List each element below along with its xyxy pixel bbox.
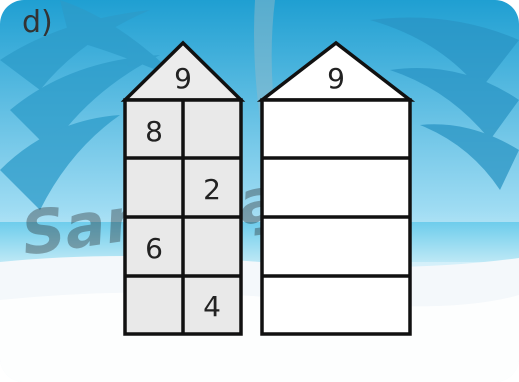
house-left-cell: 4 — [203, 290, 221, 323]
house-left-cell: 8 — [145, 115, 163, 148]
house-left-roof-number: 9 — [174, 62, 192, 95]
house-right-roof-number: 9 — [327, 62, 345, 95]
house-left: 9 8 2 6 4 — [125, 43, 241, 334]
house-right: 9 — [262, 43, 410, 334]
house-left-cell: 6 — [145, 232, 163, 265]
house-left-cell: 2 — [203, 173, 221, 206]
